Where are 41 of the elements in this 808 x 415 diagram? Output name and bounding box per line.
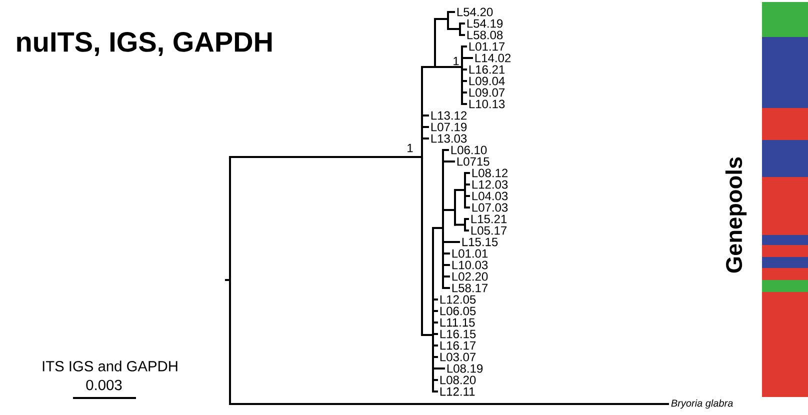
leaf-label: L02.20: [452, 272, 488, 281]
leaf-label: L12.03: [472, 180, 508, 189]
leaf-label: L58.17: [452, 284, 488, 292]
leaf-label: L14.02: [475, 54, 511, 62]
support-value: 1: [408, 144, 413, 152]
leaf-label: L10.13: [469, 100, 505, 108]
leaf-label: L12.11: [440, 387, 475, 396]
leaf-label: L15.15: [462, 238, 498, 246]
leaf-label: L12.05: [440, 295, 476, 304]
leaf-label: L05.17: [471, 226, 507, 235]
leaf-label: L58.08: [467, 30, 503, 40]
leaf-label: L07.19: [431, 122, 467, 132]
leaf-label: L54.20: [457, 8, 493, 16]
leaf-label: L16.17: [440, 341, 476, 350]
leaf-label: L06.10: [451, 146, 487, 154]
scale-bar-label: ITS IGS and GAPDH: [42, 360, 178, 372]
leaf-label: L13.12: [431, 111, 467, 120]
leaf-label: L16.21: [469, 65, 505, 74]
leaf-label: L07.03: [472, 203, 508, 212]
leaf-label: L08.12: [472, 168, 508, 178]
leaf-label: L11.15: [440, 318, 475, 327]
support-value: 1: [454, 56, 459, 66]
leaf-label: L08.20: [440, 376, 476, 384]
leaf-label: L16.15: [440, 330, 476, 338]
scale-bar-value: 0.003: [86, 380, 122, 390]
leaf-label: L13.03: [431, 134, 467, 143]
leaf-label: L06.05: [440, 306, 476, 316]
leaf-label: L54.19: [467, 19, 503, 28]
leaf-label: L15.21: [471, 214, 507, 224]
leaf-label: L01.01: [452, 249, 488, 258]
title: nuITS, IGS, GAPDH: [17, 32, 272, 56]
axis-title: Genepools: [725, 157, 747, 273]
leaf-label: L09.07: [469, 88, 505, 97]
leaf-label: L0715: [457, 157, 490, 166]
leaf-label: L01.17: [469, 42, 505, 51]
leaf-label: L08.19: [447, 364, 483, 373]
leaf-label: L04.03: [472, 192, 508, 200]
outgroup-label: Bryoria glabra: [671, 399, 733, 409]
leaf-label: L10.03: [452, 260, 488, 270]
leaf-label: L03.07: [440, 352, 476, 362]
leaf-label: L09.04: [469, 76, 505, 86]
